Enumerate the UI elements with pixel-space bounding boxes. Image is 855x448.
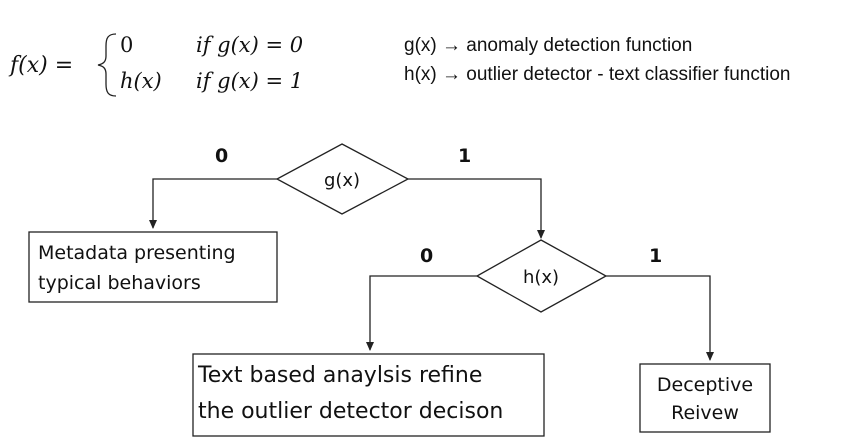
metadata-box-line-2: typical behaviors <box>38 272 201 294</box>
deceptive-review-box-frame <box>639 363 771 433</box>
decision-g-diamond <box>275 143 410 215</box>
deceptive-review-box: Deceptive Reivew <box>639 363 771 433</box>
formula-brace <box>97 33 117 97</box>
decision-h-label: h(x) <box>523 267 559 288</box>
decision-g-node: g(x) <box>275 143 410 215</box>
text-analysis-box-line-1: Text based anaylsis refine <box>197 363 482 388</box>
decision-g-label: g(x) <box>324 170 360 191</box>
edge-g-to-h <box>408 178 545 239</box>
text-analysis-box-line-2: the outlier detector decison <box>198 399 503 424</box>
edge-h-to-deceptive <box>606 275 714 361</box>
deceptive-review-box-line-2: Reivew <box>671 402 739 424</box>
piecewise-formula: f(x) = 0 if g(x) = 0 h(x) if g(x) = 1 <box>8 33 303 97</box>
decision-h-node: h(x) <box>475 239 608 313</box>
edge-label-g-1: 1 <box>458 145 471 167</box>
edge-h-to-text <box>366 275 477 351</box>
text-analysis-box: Text based anaylsis refine the outlier d… <box>192 353 545 437</box>
edge-g-to-metadata <box>149 178 277 229</box>
connectors <box>149 178 714 361</box>
decision-h-diamond <box>475 239 608 313</box>
metadata-box: Metadata presenting typical behaviors <box>28 231 278 303</box>
legend-h-line: h(x) → outlier detector - text classifie… <box>404 64 790 85</box>
metadata-box-line-1: Metadata presenting <box>38 242 236 264</box>
formula-case2-value: h(x) <box>120 69 162 93</box>
formula-lhs: f(x) = <box>8 53 73 78</box>
formula-case1-condition: if g(x) = 0 <box>196 33 303 57</box>
formula-case1-value: 0 <box>120 33 133 57</box>
text-analysis-box-frame <box>192 353 545 437</box>
edge-label-h-0: 0 <box>420 245 433 267</box>
metadata-box-frame <box>28 231 278 303</box>
deceptive-review-box-line-1: Deceptive <box>657 374 753 396</box>
legend-g-line: g(x) → anomaly detection function <box>404 35 692 56</box>
edge-label-g-0: 0 <box>215 145 228 167</box>
function-legend: g(x) → anomaly detection function h(x) →… <box>404 35 790 85</box>
edge-label-h-1: 1 <box>649 245 662 267</box>
formula-case2-condition: if g(x) = 1 <box>196 69 303 93</box>
